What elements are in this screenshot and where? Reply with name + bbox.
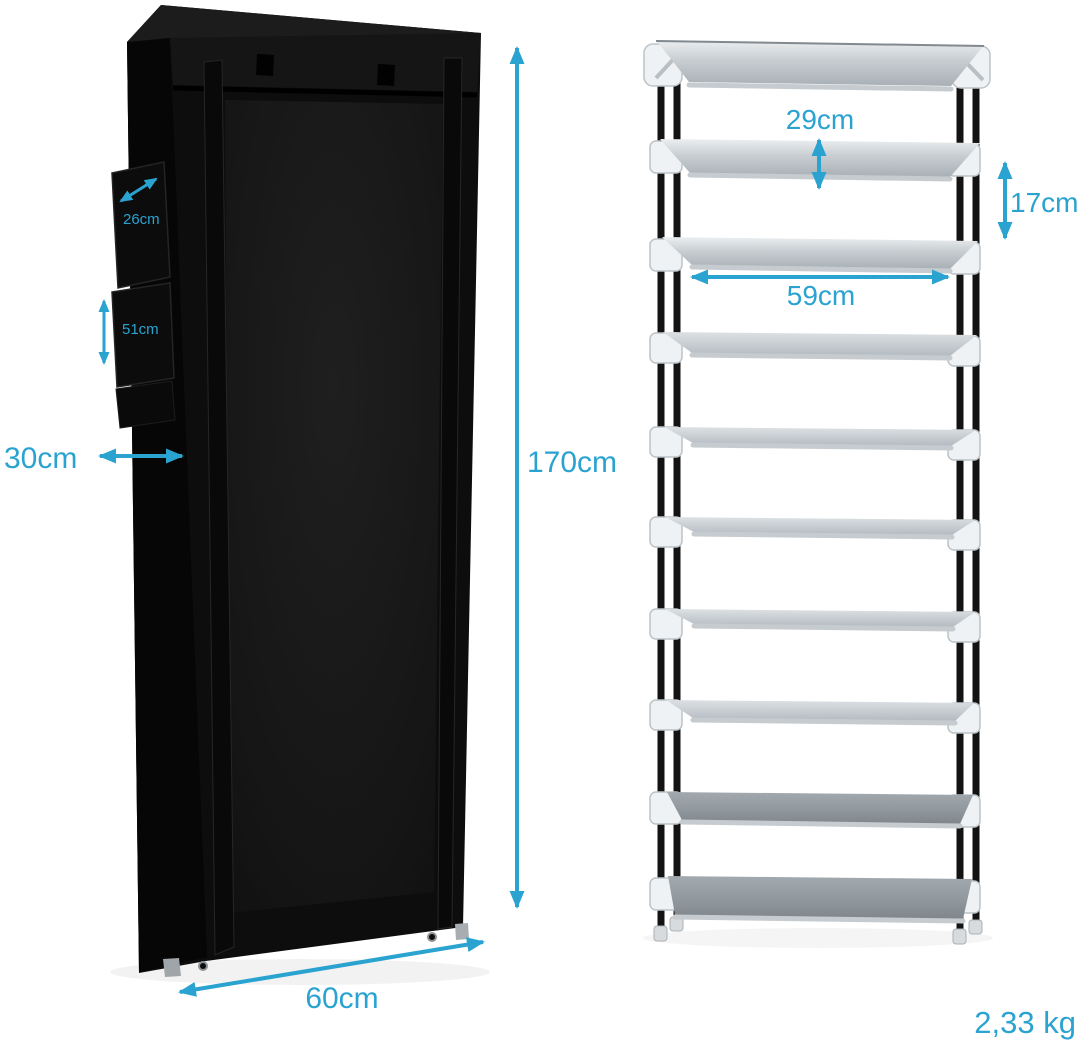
shelf-fabric bbox=[663, 332, 977, 356]
shelf-7 bbox=[649, 608, 981, 643]
hanging-tab bbox=[377, 64, 395, 86]
shelf-front-rail bbox=[689, 352, 953, 361]
side-pocket-lower bbox=[111, 282, 175, 388]
shelf-front-rail bbox=[691, 531, 955, 540]
shelf-fabric bbox=[656, 40, 984, 86]
shelf-front-rail bbox=[679, 819, 963, 829]
open-shoe-rack-illustration bbox=[643, 40, 991, 945]
shelf-8 bbox=[649, 699, 981, 734]
pocket-width-label: 26cm bbox=[123, 211, 160, 228]
shelf-front-rail bbox=[690, 442, 954, 451]
shelf-2 bbox=[649, 139, 981, 182]
cover-front-panel bbox=[225, 100, 443, 913]
pocket-width-arrow bbox=[119, 177, 158, 203]
shelf-connector bbox=[649, 516, 683, 548]
valance-seam bbox=[172, 85, 478, 98]
shelf-fabric bbox=[665, 517, 975, 535]
covered-shoe-rack-illustration bbox=[111, 5, 481, 977]
width-arrow bbox=[178, 937, 485, 997]
shelf-fabric bbox=[664, 427, 976, 446]
cover-top-valance bbox=[170, 33, 481, 92]
hanging-tab bbox=[256, 54, 274, 76]
tier-gap-label: 17cm bbox=[1010, 187, 1078, 218]
top-tier-gap-label: 29cm bbox=[786, 104, 854, 135]
shelf-front-rail bbox=[691, 623, 956, 632]
shelf-front-rail bbox=[690, 717, 958, 726]
side-pocket-flap bbox=[115, 380, 176, 429]
shelf-front-rail bbox=[672, 914, 966, 924]
shelf-front-rail bbox=[686, 82, 954, 92]
cover-right-trim bbox=[437, 57, 463, 930]
shelf-back-rail bbox=[655, 40, 985, 47]
cover-grommet bbox=[198, 961, 208, 971]
shelf-4 bbox=[649, 332, 981, 367]
shelf-9 bbox=[649, 791, 981, 829]
shelf-fabric bbox=[667, 792, 973, 824]
shelf-3 bbox=[649, 237, 981, 275]
cabinet-foot bbox=[455, 923, 469, 940]
rack-foot bbox=[653, 925, 668, 942]
cabinet-foot bbox=[163, 958, 181, 977]
shelf-fabric bbox=[666, 700, 974, 721]
dimension-annotations: 26cm 51cm 30cm 170cm 60cm 29cm 17cm 59cm… bbox=[4, 46, 1078, 1040]
shelf-fabric bbox=[662, 237, 978, 269]
shelf-fabric bbox=[668, 876, 972, 919]
tier-width-label: 59cm bbox=[787, 280, 855, 311]
rack-foot bbox=[952, 928, 967, 945]
width-label: 60cm bbox=[305, 982, 378, 1015]
pocket-height-label: 51cm bbox=[122, 321, 159, 338]
shelf-10 bbox=[649, 876, 981, 924]
rack-foot bbox=[968, 919, 983, 935]
depth-label: 30cm bbox=[4, 442, 77, 475]
rack-shadow bbox=[643, 928, 993, 948]
shelf-1 bbox=[643, 40, 991, 92]
height-label: 170cm bbox=[527, 446, 617, 479]
shelf-connector bbox=[649, 608, 683, 640]
shelf-connector bbox=[649, 426, 683, 458]
shelf-5 bbox=[649, 426, 981, 461]
shelf-6 bbox=[649, 516, 981, 551]
weight-label: 2,33 kg bbox=[974, 1005, 1076, 1040]
cover-grommet bbox=[427, 932, 437, 942]
shelf-fabric bbox=[665, 609, 975, 627]
